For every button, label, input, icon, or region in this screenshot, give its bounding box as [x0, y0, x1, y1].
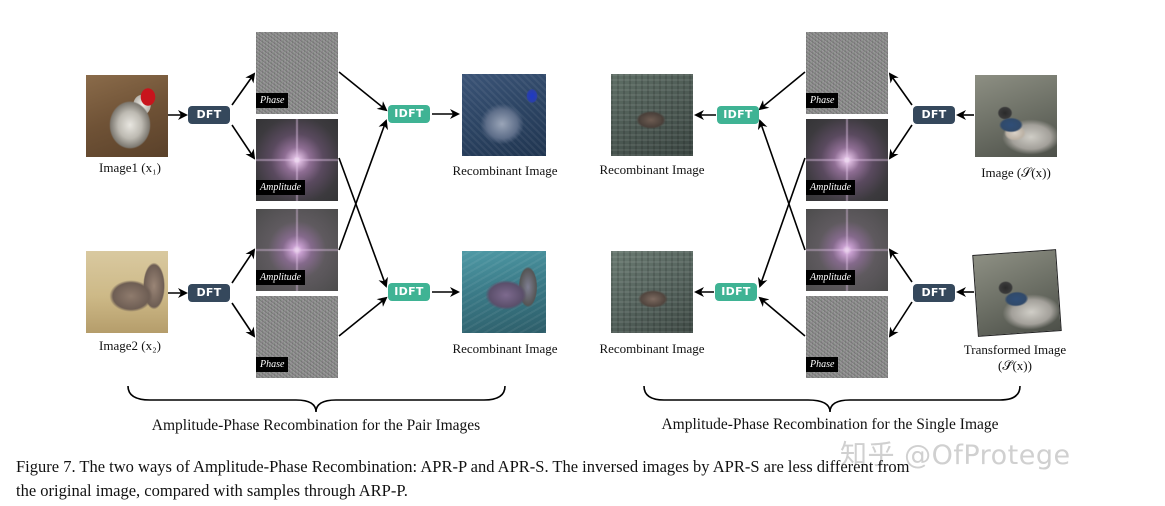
transformed-bird-image [972, 249, 1062, 337]
brace-label-right: Amplitude-Phase Recombination for the Si… [661, 416, 999, 433]
dft-badge-left-top: DFT [188, 106, 230, 124]
amplitude-tag: Amplitude [256, 270, 306, 285]
phase-tag: Phase [256, 357, 289, 372]
image-label-right: Image (𝒮(x)) [981, 165, 1051, 180]
phase-tag: Phase [256, 93, 289, 108]
figure-caption: Figure 7. The two ways of Amplitude-Phas… [16, 455, 1156, 503]
dft-badge-left-bottom: DFT [188, 284, 230, 302]
recombinant-label-left-bottom: Recombinant Image [452, 341, 558, 356]
image2-label: Image2 (x₂) [99, 338, 161, 353]
figure-caption-line2: the original image, compared with sample… [16, 481, 408, 500]
phase-tag: Phase [806, 93, 839, 108]
image1-rooster [86, 75, 168, 157]
amplitude-tile-left-bottom: Amplitude [256, 209, 338, 291]
amplitude-tile-left-top: Amplitude [256, 119, 338, 201]
recombinant-image-right-bottom [611, 251, 693, 333]
recombinant-image-right-top [611, 74, 693, 156]
recombinant-label-right-top: Recombinant Image [599, 162, 705, 177]
watermark-text: 知乎 @OfProtege [840, 440, 1071, 471]
recombinant-label-right-bottom: Recombinant Image [599, 341, 705, 356]
image2-triceratops [86, 251, 168, 333]
brace-label-left: Amplitude-Phase Recombination for the Pa… [151, 417, 481, 434]
idft-badge-left-bottom: IDFT [388, 283, 430, 301]
amplitude-tag: Amplitude [256, 180, 306, 195]
image1-label: Image1 (x₁) [99, 160, 161, 175]
transformed-label-line2: (𝒮̃(x)) [998, 358, 1032, 373]
recombinant-image-left-top [462, 74, 546, 156]
idft-badge-right-bottom: IDFT [715, 283, 757, 301]
phase-tile-left-bottom: Phase [256, 296, 338, 378]
figure-caption-line1: Figure 7. The two ways of Amplitude-Phas… [16, 457, 910, 476]
bird-image [975, 75, 1057, 157]
idft-badge-right-top: IDFT [717, 106, 759, 124]
amplitude-tag: Amplitude [806, 180, 856, 195]
dft-badge-right-bottom: DFT [913, 284, 955, 302]
dft-badge-right-top: DFT [913, 106, 955, 124]
amplitude-tag: Amplitude [806, 270, 856, 285]
phase-tile-right-top: Phase [806, 32, 888, 114]
amplitude-tile-right-top: Amplitude [806, 119, 888, 201]
phase-tile-left-top: Phase [256, 32, 338, 114]
recombinant-image-left-bottom [462, 251, 546, 333]
transformed-label-line1: Transformed Image [963, 342, 1067, 357]
recombinant-label-left-top: Recombinant Image [452, 163, 558, 178]
idft-badge-left-top: IDFT [388, 105, 430, 123]
phase-tag: Phase [806, 357, 839, 372]
phase-tile-right-bottom: Phase [806, 296, 888, 378]
amplitude-tile-right-bottom: Amplitude [806, 209, 888, 291]
